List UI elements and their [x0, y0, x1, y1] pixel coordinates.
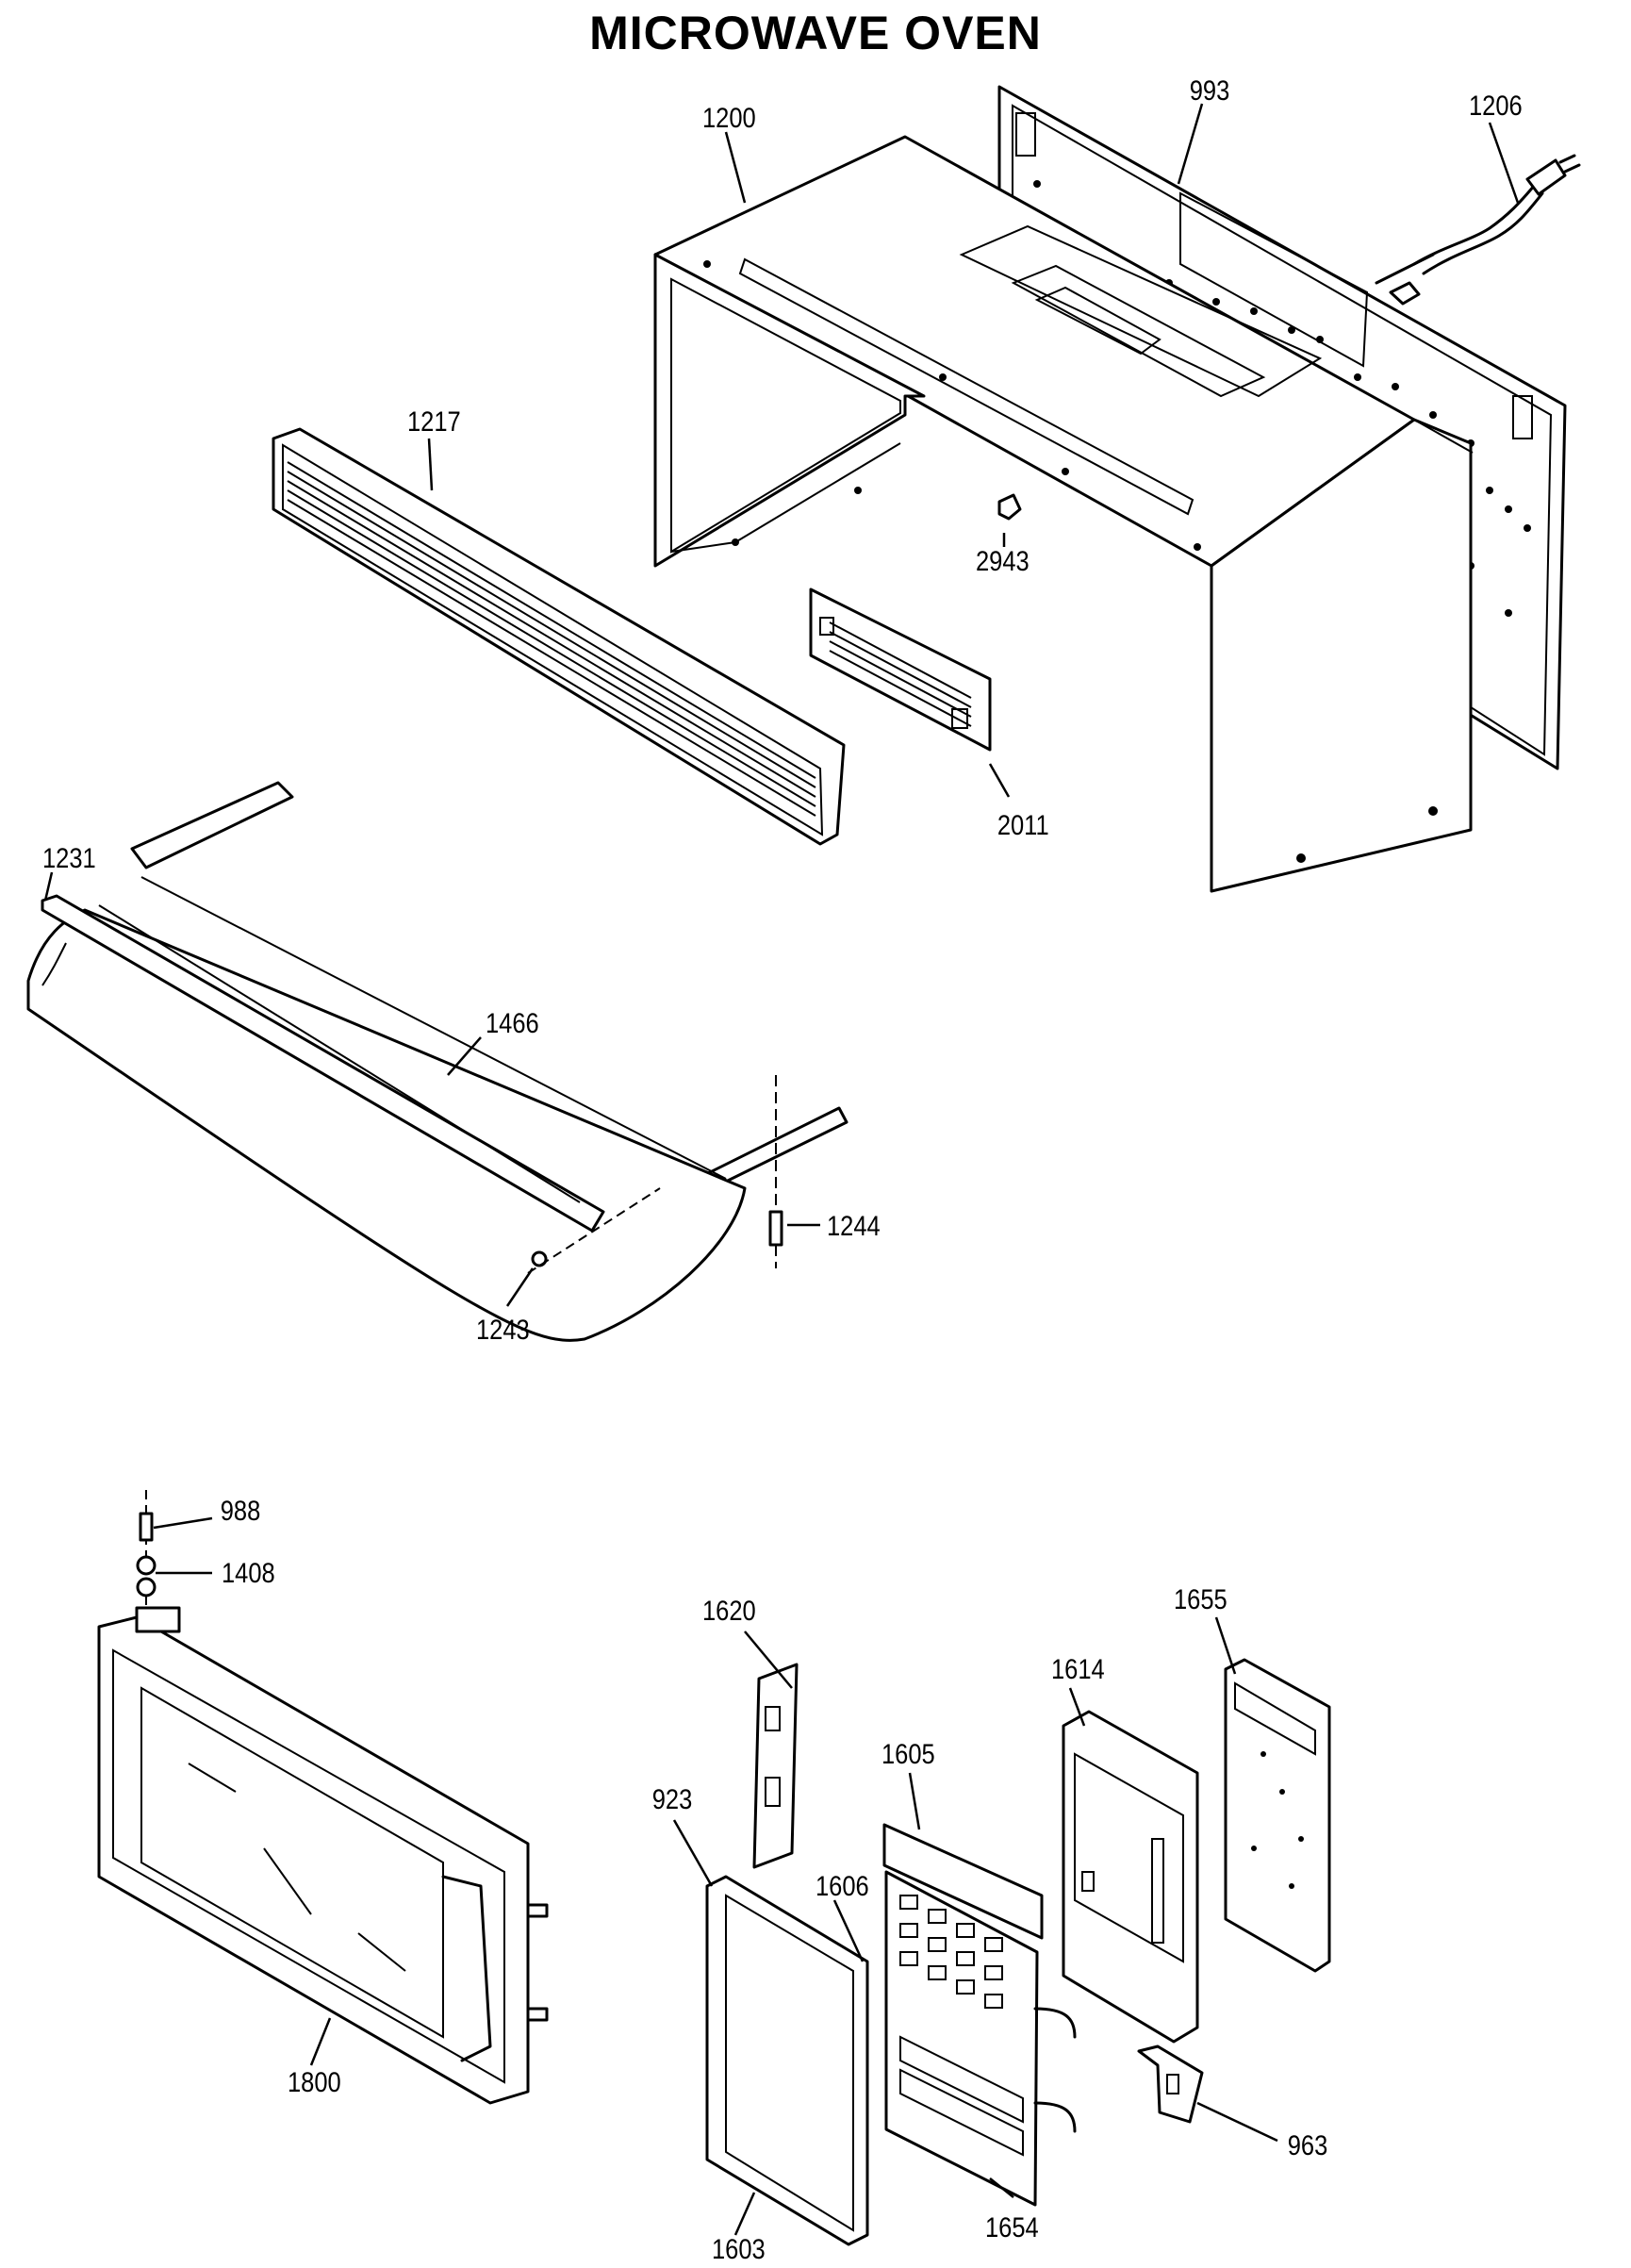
diagram-title: MICROWAVE OVEN: [589, 7, 1042, 59]
frame-923-drawing: [705, 1875, 869, 2246]
callout-1244: 1244: [827, 1210, 881, 1241]
screw-1243-drawing: [527, 1187, 661, 1274]
outer-case-drawing: [653, 135, 1474, 893]
callout-963: 963: [1288, 2129, 1328, 2160]
clip-drawing: [997, 493, 1022, 521]
callout-2011: 2011: [997, 809, 1049, 840]
callout-1800: 1800: [288, 2066, 341, 2097]
callout-988: 988: [221, 1495, 261, 1526]
callout-labels: 993 1206 1200 1217 2943 2011 1231 1466 1…: [42, 74, 1523, 2264]
callout-1603: 1603: [712, 2233, 766, 2263]
callout-1243: 1243: [476, 1314, 530, 1345]
vent-plate-drawing: [809, 588, 992, 752]
hardware-1408-drawing: [136, 1555, 157, 1598]
door-drawing: [97, 1606, 549, 2105]
callout-1217: 1217: [407, 406, 461, 437]
grille-drawing: [272, 427, 846, 846]
callout-2943: 2943: [976, 545, 1030, 576]
callout-993: 993: [1190, 74, 1230, 106]
strip-1605-drawing: [882, 1823, 1044, 1940]
callout-1614: 1614: [1051, 1653, 1105, 1684]
callout-1466: 1466: [486, 1007, 539, 1038]
callout-1605: 1605: [881, 1738, 935, 1769]
callout-1606: 1606: [816, 1870, 869, 1901]
callout-1408: 1408: [222, 1557, 275, 1588]
board-holder-drawing: [1062, 1710, 1199, 2044]
bracket-1620-drawing: [752, 1663, 799, 1869]
control-panel-drawing: [884, 1870, 1077, 2207]
callout-1206: 1206: [1469, 90, 1523, 121]
leader-lines: [43, 103, 1520, 2236]
callout-1620: 1620: [702, 1595, 756, 1626]
callout-1655: 1655: [1174, 1583, 1227, 1614]
hardware-988-drawing: [139, 1490, 154, 1622]
callout-923: 923: [652, 1783, 693, 1814]
power-cord-drawing: [1375, 154, 1581, 306]
callout-1200: 1200: [702, 102, 756, 133]
screw-1244-drawing: [768, 1075, 783, 1268]
callout-1654: 1654: [985, 2211, 1039, 2243]
callout-1231: 1231: [42, 842, 96, 873]
circuit-board-drawing: [1224, 1658, 1331, 1973]
vent-door-drawing: [26, 781, 848, 1342]
bracket-963-drawing: [1137, 2045, 1204, 2124]
